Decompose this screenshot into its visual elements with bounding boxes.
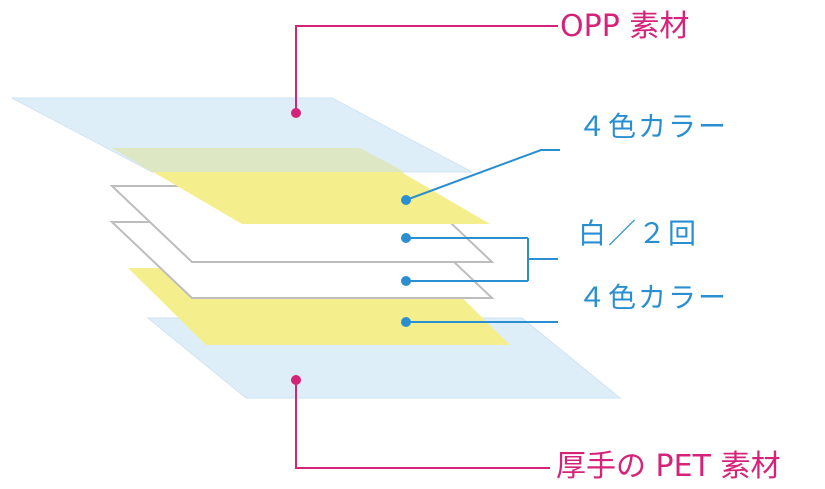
color-top-label: ４色カラー [578, 110, 729, 143]
opp-leader-dot [291, 108, 301, 118]
opp-material-label: OPP 素材 [560, 9, 690, 44]
opp-leader-line [295, 25, 558, 113]
color-bottom-leader-dot [401, 317, 411, 327]
pet-leader-line [295, 380, 550, 469]
color-bottom-label: ４色カラー [578, 281, 729, 314]
white-leader-dot-2 [401, 276, 411, 286]
opp-yellow-overlap [112, 148, 405, 172]
white-twice-label: 白／２回 [578, 217, 699, 250]
white-leader-dot-1 [401, 233, 411, 243]
pet-material-label: 厚手の PET 素材 [556, 449, 781, 484]
color-top-leader-dot [401, 195, 411, 205]
color-top-leader-line [405, 149, 560, 201]
pet-leader-dot [291, 375, 301, 385]
